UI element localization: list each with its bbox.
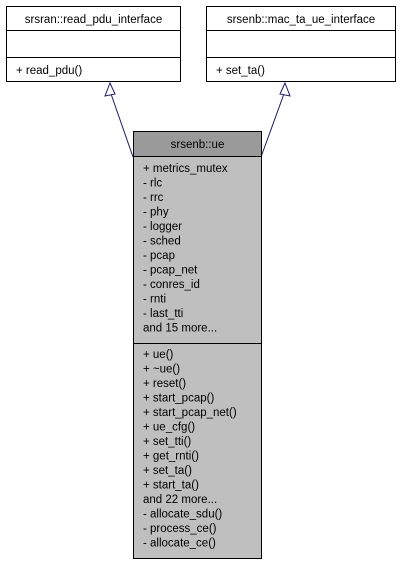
class-ue-attribute: - pcap [143, 250, 175, 262]
class-mac-ta-ue-interface-method: + set_ta() [216, 65, 265, 77]
class-ue-attribute: - phy [143, 207, 169, 219]
class-ue-attribute: - rlc [143, 178, 162, 190]
class-ue-attribute: + metrics_mutex [143, 163, 228, 175]
class-ue-more-methods: and 22 more... [143, 494, 217, 506]
class-ue-attribute: - conres_id [143, 279, 200, 291]
class-mac-ta-ue-interface-attributes-compartment [206, 30, 396, 58]
class-ue-method: + reset() [143, 378, 186, 390]
class-ue-method: + set_ta() [143, 465, 192, 477]
class-read-pdu-interface-methods-compartment [6, 57, 181, 82]
class-ue[interactable]: srsenb::ue + metrics_mutex - rlc - rrc -… [133, 131, 262, 559]
class-ue-method: + get_rnti() [143, 451, 199, 463]
class-ue-attribute: - last_tti [143, 308, 183, 320]
class-ue-attribute: - logger [143, 221, 182, 233]
edge-ue-to-mac-ta-ue-interface [260, 90, 286, 158]
class-ue-method: + ue_cfg() [143, 422, 195, 434]
class-ue-method-list: + ue() + ~ue() + reset() + start_pcap() … [143, 349, 237, 550]
inheritance-arrowhead-mac-ta [279, 81, 291, 97]
edge-ue-to-read-pdu-interface [109, 90, 134, 158]
class-ue-method: + start_pcap() [143, 393, 214, 405]
class-ue-method: - allocate_sdu() [143, 509, 222, 521]
class-read-pdu-interface[interactable]: srsran::read_pdu_interface + read_pdu() [6, 6, 181, 82]
inheritance-arrowhead-read-pdu [104, 81, 116, 97]
class-read-pdu-interface-title: srsran::read_pdu_interface [25, 14, 162, 26]
class-ue-attribute: - rnti [143, 294, 166, 306]
class-ue-method: - process_ce() [143, 523, 217, 535]
class-mac-ta-ue-interface[interactable]: srsenb::mac_ta_ue_interface + set_ta() [206, 6, 396, 82]
class-mac-ta-ue-interface-title: srsenb::mac_ta_ue_interface [227, 14, 375, 26]
class-read-pdu-interface-method: + read_pdu() [16, 65, 82, 77]
class-ue-methods-compartment [133, 343, 262, 559]
class-ue-method: + set_tti() [143, 436, 191, 448]
class-mac-ta-ue-interface-methods-compartment [206, 57, 396, 82]
class-ue-attribute: - pcap_net [143, 265, 198, 277]
class-ue-attribute: - sched [143, 236, 181, 248]
class-mac-ta-ue-interface-title-compartment [206, 6, 396, 31]
class-ue-method: + start_pcap_net() [143, 407, 237, 419]
class-ue-more-attributes: and 15 more... [143, 323, 217, 335]
class-ue-method: + ue() [143, 349, 174, 361]
class-ue-method: - allocate_ce() [143, 538, 216, 550]
inheritance-edges [104, 81, 291, 158]
class-read-pdu-interface-attributes-compartment [6, 30, 181, 58]
class-ue-title-compartment [133, 131, 262, 157]
class-ue-title: srsenb::ue [171, 139, 225, 151]
class-ue-method: + ~ue() [143, 364, 180, 376]
class-ue-attribute: - rrc [143, 192, 164, 204]
class-ue-attributes-compartment [133, 156, 262, 344]
class-ue-attribute-list: + metrics_mutex - rlc - rrc - phy - logg… [143, 163, 228, 335]
class-ue-method: + start_ta() [143, 480, 199, 492]
